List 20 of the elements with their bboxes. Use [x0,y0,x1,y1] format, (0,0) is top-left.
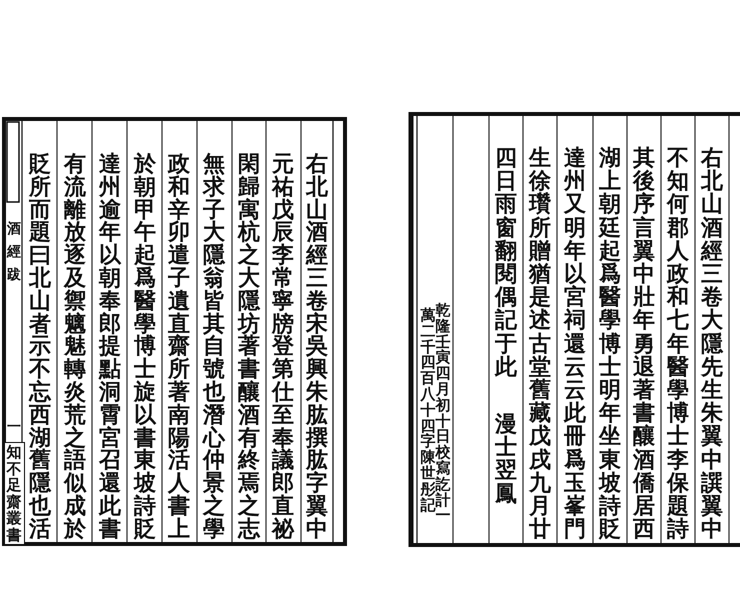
text-column: 達州又明年以宮祠還云云此冊爲玉峯門 [561,147,589,542]
text-column: 政和辛卯遣子遺直齋所著南陽活人書上 [165,153,193,541]
fold-title: 酒經跋 [6,220,22,285]
text-column: 貶所而題曰北山者示不忘西湖舊隱也活 [26,153,54,541]
text-column: 於朝甲午起爲醫學博士旋以書東坡詩貶 [131,153,159,541]
text-column: 其後序言翼中壯年勇退著書釀酒僑居西 [630,147,658,542]
text-column: 元祐戊辰李常寧牓登第仕至奉議郎直祕 [269,153,297,541]
text-column: 湖上朝廷起爲醫學博士明年坐東坡詩貶 [596,147,624,542]
text-column: 有流離放逐及禦魑魅轉炎荒之語似成於 [61,153,89,541]
signature-text: 漫士翌鳳 [494,413,518,506]
text-column: 右北山酒經三卷宋吳興朱肱撰肱字翼中 [303,153,331,541]
text-column: 達州逾年以朝奉郎提點洞霄宮召還此書 [96,153,124,541]
page-number: 一 [6,420,22,434]
text-column: 無求子大隱翁皆其自號也潛心仲景之學 [200,153,228,541]
text-column: 四日雨窗翻閱偶記于此 [492,147,520,380]
series-title: 知不足齋叢書 [4,442,24,545]
text-column: 不知何郡人政和七年醫學博士李保題詩 [664,147,692,542]
text-column: 閑歸寓杭之大隱坊著書釀酒有終焉之志 [235,153,263,541]
text-column: 右北山酒經三卷大隱先生朱翼中譔翼中 [698,147,726,542]
text-column: 生徐瓚所贈猶是述古堂舊藏戊戌九月廿 [526,147,554,542]
